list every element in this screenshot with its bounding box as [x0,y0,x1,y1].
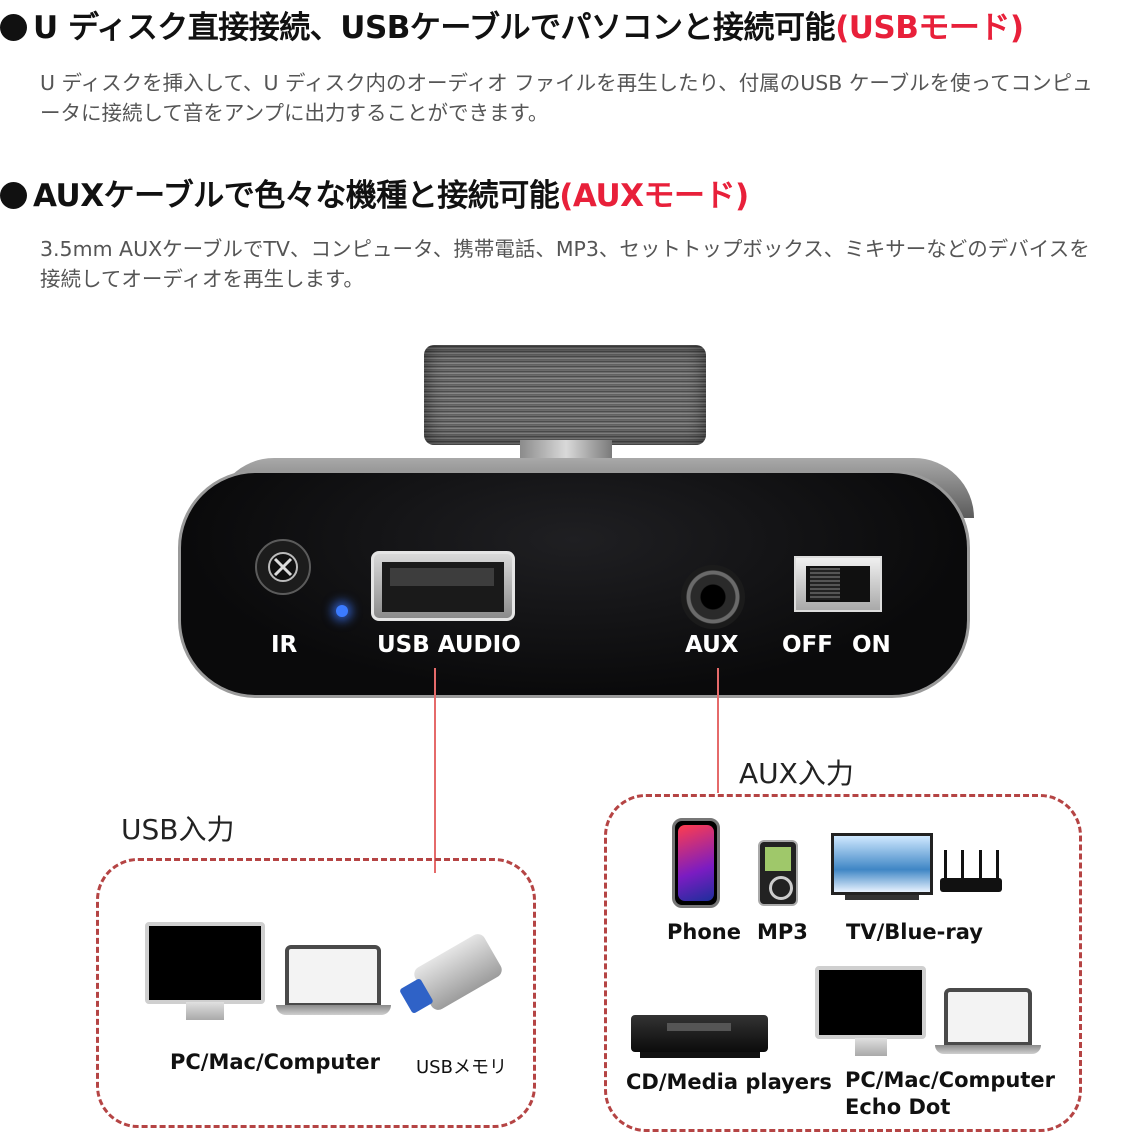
aux-input-box [604,794,1082,1132]
mp3-icon [758,840,798,906]
usb-caption-memory: USBメモリ [416,1057,507,1078]
ir-sensor-icon [255,539,311,595]
router-antenna [979,850,982,882]
phone-icon [672,818,720,908]
cd-player-icon [631,1015,768,1052]
router-antenna [944,850,947,882]
aux-mode-heading: AUXケーブルで色々な機種と接続可能(AUXモード) [0,170,749,215]
bullet-icon [0,14,27,41]
laptop-base [276,1005,391,1015]
on-label: ON [852,632,891,658]
volume-knob [424,345,706,445]
router-icon [940,878,1002,892]
aux-caption-pc: PC/Mac/Computer [845,1068,1055,1092]
bullet-icon [0,182,27,209]
aux-mode-description: 3.5mm AUXケーブルでTV、コンピュータ、携帯電話、MP3、セットトップボ… [40,237,1090,291]
usb-audio-label: USB AUDIO [377,632,521,658]
usb-mode-heading: U ディスク直接接続、USBケーブルでパソコンと接続可能(USBモード) [0,2,1024,47]
aux-caption-tv: TV/Blue-ray [846,920,983,944]
usb-mode-description: U ディスクを挿入して、U ディスク内のオーディオ ファイルを再生したり、付属の… [40,71,1093,125]
power-switch [794,556,882,612]
player-foot [640,1052,760,1058]
heading-text: U ディスク直接接続、USBケーブルでパソコンと接続可能 [33,10,836,46]
heading-text: AUXケーブルで色々な機種と接続可能 [33,178,560,214]
aux-caption-echo: Echo Dot [845,1095,951,1119]
status-led [336,605,348,617]
laptop-base [935,1045,1041,1054]
aux-caption-cd: CD/Media players [626,1070,832,1094]
usb-port [371,551,515,621]
aux-jack [681,565,745,629]
monitor-stand [186,1002,224,1020]
monitor-stand [855,1038,887,1056]
usb-input-box [96,858,536,1128]
aux-caption-mp3: MP3 [757,920,808,944]
aux-connector-line [717,668,719,793]
mode-label: (USBモード) [835,10,1024,46]
aux-caption-phone: Phone [667,920,741,944]
off-label: OFF [782,632,833,658]
tv-icon [831,833,933,895]
router-antenna [996,850,999,882]
aux-label: AUX [685,632,739,658]
tv-stand [845,895,919,900]
ir-label: IR [271,632,298,658]
usb-input-title: USB入力 [121,813,235,846]
usb-connector-line [434,668,436,873]
laptop-icon [285,945,381,1007]
usb-caption-pc: PC/Mac/Computer [170,1050,380,1074]
aux-input-title: AUX入力 [739,757,854,790]
laptop-icon [944,988,1032,1046]
mode-label: (AUXモード) [559,178,749,214]
monitor-icon [815,966,926,1039]
monitor-icon [145,922,265,1004]
router-antenna [961,850,964,882]
